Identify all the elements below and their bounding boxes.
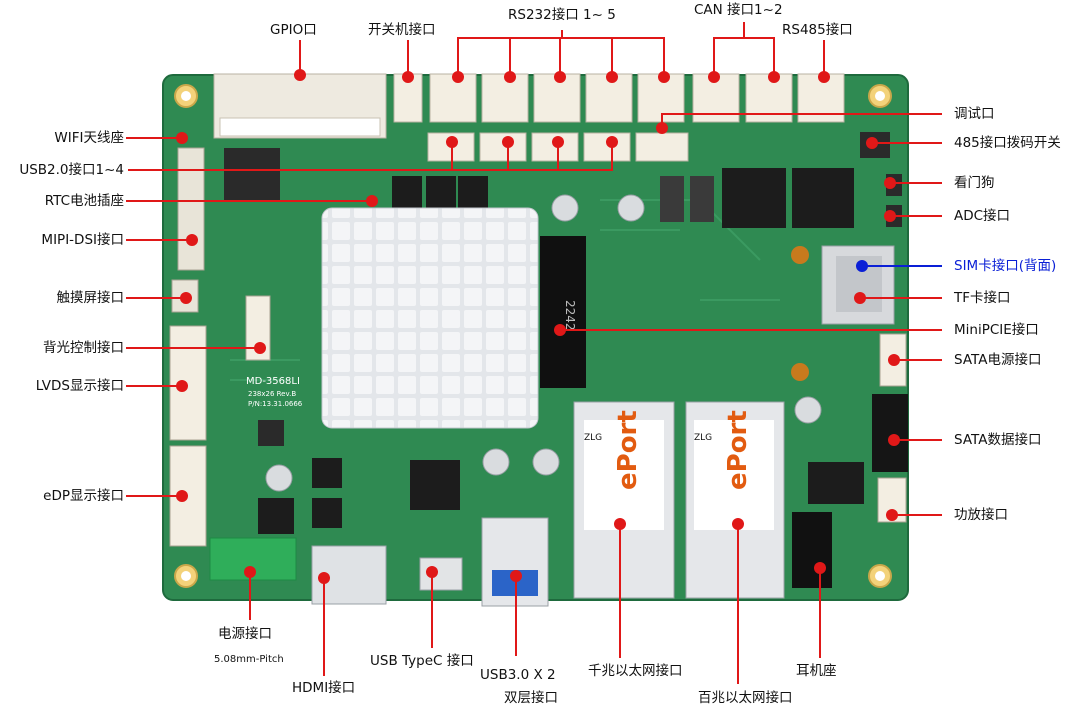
label-tf: TF卡接口 <box>954 290 1011 306</box>
label-rs232: RS232接口 1~ 5 <box>508 7 616 23</box>
label-lvds: LVDS显示接口 <box>35 378 124 394</box>
label-wifi: WIFI天线座 <box>54 130 124 146</box>
label-gbe: 千兆以太网接口 <box>588 663 683 679</box>
minipcie-slot: 2242 <box>540 236 586 388</box>
label-fe: 百兆以太网接口 <box>698 690 793 706</box>
board-pn: P/N:13.31.0666 <box>248 400 303 408</box>
label-power-pitch: 5.08mm-Pitch <box>214 654 284 665</box>
eth-brand-1: ZLG <box>584 433 602 443</box>
eth-logo-1: ePort <box>613 410 643 490</box>
tf-slot <box>821 245 895 325</box>
label-backlight: 背光控制接口 <box>43 340 124 356</box>
pointer-lines-bottom <box>249 524 821 684</box>
label-can: CAN 接口1~2 <box>694 2 783 18</box>
gpio-header <box>213 73 387 139</box>
mounting-holes <box>174 84 892 588</box>
label-usb30-a: USB3.0 X 2 <box>480 667 556 683</box>
label-typec: USB TypeC 接口 <box>370 653 474 669</box>
label-watchdog: 看门狗 <box>954 175 995 191</box>
components <box>224 132 902 588</box>
label-gpio: GPIO口 <box>270 22 317 38</box>
pointer-lines-top <box>128 22 825 171</box>
board-model: MD-3568LI <box>246 376 300 387</box>
label-amp: 功放接口 <box>954 507 1008 523</box>
label-usb30-b: 双层接口 <box>504 690 558 706</box>
label-edp: eDP显示接口 <box>43 488 124 504</box>
slot-text: 2242 <box>563 300 577 331</box>
pointer-dots <box>176 69 900 584</box>
pointer-lines-right <box>560 113 942 516</box>
eth-logo-2: ePort <box>723 410 753 490</box>
eth-brand-2: ZLG <box>694 433 712 443</box>
label-hdmi: HDMI接口 <box>292 680 356 696</box>
label-touch: 触摸屏接口 <box>56 290 125 306</box>
label-minipcie: MiniPCIE接口 <box>954 322 1039 338</box>
ethernet-ports: ZLG ZLG ePort ePort <box>573 401 785 599</box>
label-earphone: 耳机座 <box>796 663 837 679</box>
label-mipi: MIPI-DSI接口 <box>41 232 124 248</box>
label-rtc: RTC电池插座 <box>44 193 124 209</box>
label-debug: 调试口 <box>954 106 995 122</box>
label-sim: SIM卡接口(背面) <box>954 258 1057 274</box>
heatsink <box>321 207 539 429</box>
label-dip485: 485接口拨码开关 <box>954 135 1061 151</box>
board-size: 238x26 Rev.B <box>248 390 296 398</box>
pointer-lines-left <box>126 137 370 497</box>
sim-pointer-line <box>856 260 942 272</box>
label-adc: ADC接口 <box>954 208 1011 224</box>
board-silkscreen: MD-3568LI 238x26 Rev.B P/N:13.31.0666 <box>246 376 303 408</box>
label-sata-power: SATA电源接口 <box>954 352 1042 368</box>
label-sata-data: SATA数据接口 <box>954 432 1042 448</box>
label-switch: 开关机接口 <box>368 22 436 38</box>
capacitors <box>265 194 822 492</box>
label-rs485: RS485接口 <box>782 22 853 38</box>
label-power: 电源接口 <box>218 626 272 642</box>
label-usb20: USB2.0接口1~4 <box>19 162 124 178</box>
